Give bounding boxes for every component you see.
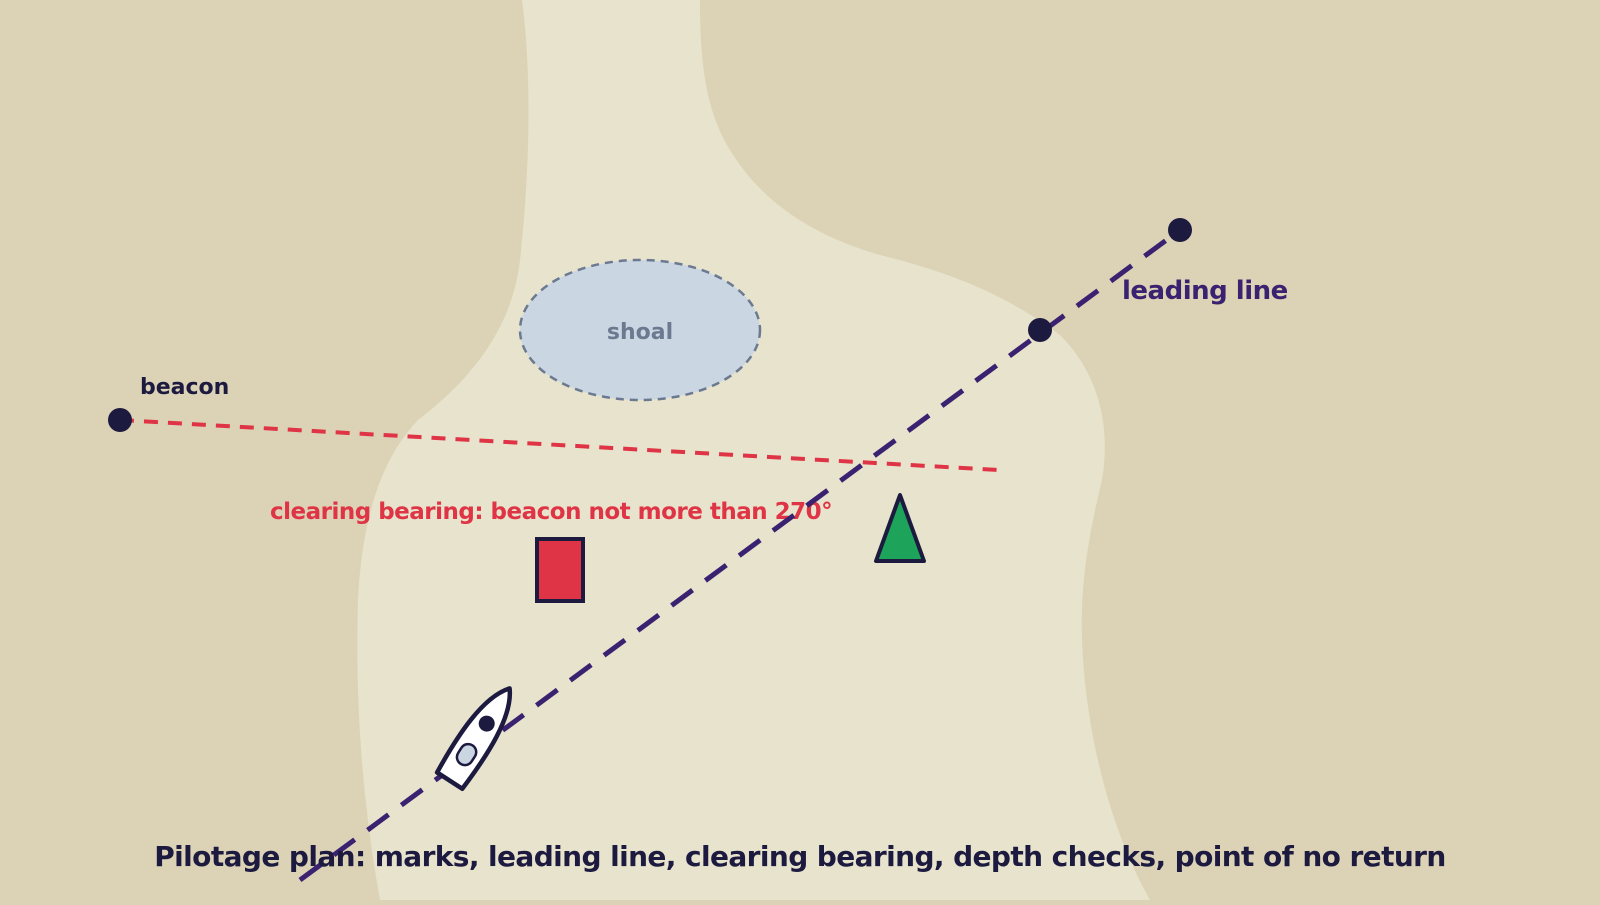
boat-icon [434,686,513,792]
beacon-label: beacon [140,375,229,400]
channel-water [357,0,1150,900]
shoal-label: shoal [607,320,673,345]
shoal-area [518,258,762,402]
clearing-bearing-line [119,418,999,472]
green-cone-icon [874,493,926,563]
beacon-point [108,408,132,432]
clearing-bearing-label: clearing bearing: beacon not more than 2… [270,499,832,525]
leading-line-label: leading line [1122,276,1288,306]
diagram-caption: Pilotage plan: marks, leading line, clea… [154,840,1445,873]
leading-mark-rear [1168,218,1192,242]
red-can-icon [535,537,585,603]
leading-mark-front [1028,318,1052,342]
